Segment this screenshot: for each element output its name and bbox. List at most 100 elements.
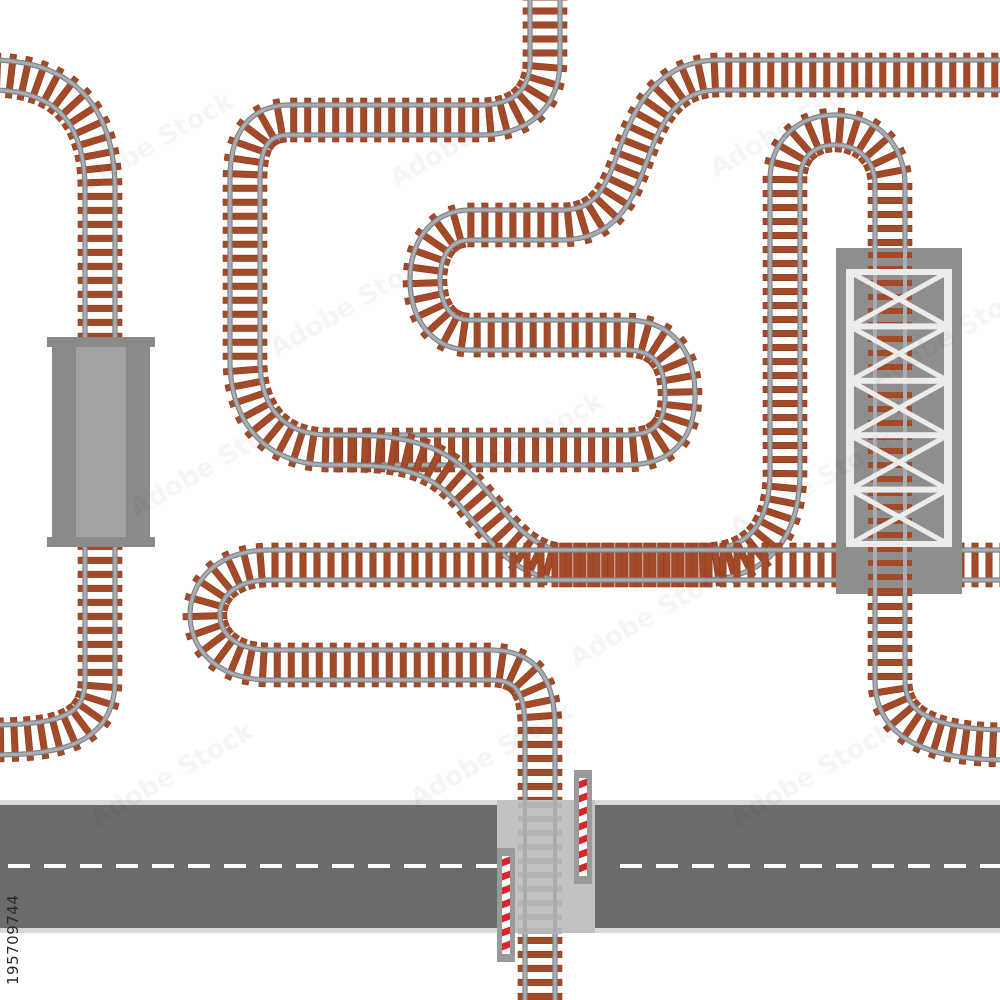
sleeper — [402, 278, 448, 288]
truss-diagonal — [848, 269, 950, 329]
sleeper — [935, 52, 943, 98]
sleeper — [762, 302, 808, 310]
lane-marking — [44, 864, 66, 868]
sleeper — [800, 112, 825, 157]
sleeper — [16, 55, 33, 101]
sleeper — [77, 192, 123, 200]
sleeper — [224, 376, 270, 392]
sleeper — [705, 542, 713, 588]
level-crossing-icon — [497, 770, 595, 962]
sleeper — [517, 950, 563, 958]
sleeper — [762, 456, 808, 464]
sleeper — [467, 202, 475, 248]
sleeper — [436, 309, 464, 352]
sleeper — [341, 542, 349, 588]
sleeper — [656, 370, 702, 386]
sleeper — [416, 97, 424, 143]
sleeper — [868, 336, 912, 342]
sleeper — [469, 642, 477, 688]
sleeper — [327, 542, 335, 588]
sleeper — [523, 202, 531, 248]
sleeper — [868, 280, 912, 286]
sleeper — [77, 598, 123, 606]
crossing-plank — [518, 914, 562, 920]
barrier-stripe — [579, 862, 587, 873]
sleeper — [285, 542, 293, 588]
sleeper — [867, 602, 913, 610]
sleeper — [484, 97, 496, 143]
sleeper — [710, 52, 720, 98]
barrier-stripe — [502, 912, 510, 923]
sleeper — [756, 504, 801, 526]
sleeper — [518, 427, 526, 473]
sleeper — [77, 318, 123, 326]
sleeper — [762, 344, 808, 352]
sleeper — [495, 542, 503, 588]
sleeper — [571, 312, 579, 358]
sleeper — [329, 642, 337, 688]
sleeper — [971, 542, 979, 588]
sleeper — [762, 260, 808, 268]
sleeper — [517, 726, 563, 734]
sleeper — [867, 196, 913, 204]
sleeper — [834, 107, 846, 153]
sleeper — [762, 218, 808, 226]
barrier-stripe — [579, 792, 587, 803]
lane-marking — [728, 864, 750, 868]
sleeper — [613, 312, 621, 358]
sleeper — [221, 550, 247, 594]
sleeper — [77, 654, 123, 662]
sleeper — [388, 97, 396, 143]
rail — [903, 248, 907, 594]
sleeper — [867, 644, 913, 652]
sleeper — [222, 365, 268, 376]
sleeper — [585, 312, 593, 358]
barrier-stripe — [502, 926, 510, 937]
sleeper — [985, 542, 993, 588]
sleeper — [649, 542, 657, 588]
sleeper — [77, 668, 123, 676]
sleeper — [868, 574, 912, 580]
sleeper — [602, 427, 610, 473]
lane-marking — [368, 864, 390, 868]
sleeper — [893, 52, 901, 98]
track-lower-to-crossing — [182, 542, 1000, 1000]
truss-diagonal — [848, 487, 950, 547]
sleeper — [299, 542, 307, 588]
sleeper — [691, 542, 699, 588]
sleeper — [620, 119, 665, 145]
sleeper — [762, 358, 808, 366]
sleeper — [809, 52, 817, 98]
crossing-plank — [518, 830, 562, 836]
sleeper — [234, 396, 278, 425]
sleeper — [346, 97, 354, 143]
sleeper — [467, 542, 475, 588]
sleeper — [77, 206, 123, 214]
lane-marking — [116, 864, 138, 868]
sleeper — [0, 52, 2, 98]
sleeper — [739, 52, 747, 98]
barrier-stripe — [502, 898, 510, 909]
sleeper — [222, 324, 268, 332]
sleeper — [761, 542, 769, 588]
sleeper — [385, 642, 393, 688]
sleeper — [227, 136, 272, 158]
barrier-stripe — [579, 806, 587, 817]
sleeper — [599, 171, 644, 197]
sleeper — [373, 428, 385, 474]
sleeper — [404, 288, 450, 306]
lane-marking — [944, 864, 966, 868]
sleeper — [397, 542, 405, 588]
sleeper — [803, 542, 811, 588]
lane-marking — [224, 864, 246, 868]
sleeper — [448, 427, 456, 473]
sleeper — [912, 710, 937, 754]
sleeper — [761, 481, 807, 494]
sleeper — [383, 542, 391, 588]
rail — [523, 800, 527, 933]
lane-marking — [836, 864, 858, 868]
sleeper — [519, 71, 565, 91]
lane-marking — [188, 864, 210, 868]
truss-diagonal — [848, 324, 950, 383]
